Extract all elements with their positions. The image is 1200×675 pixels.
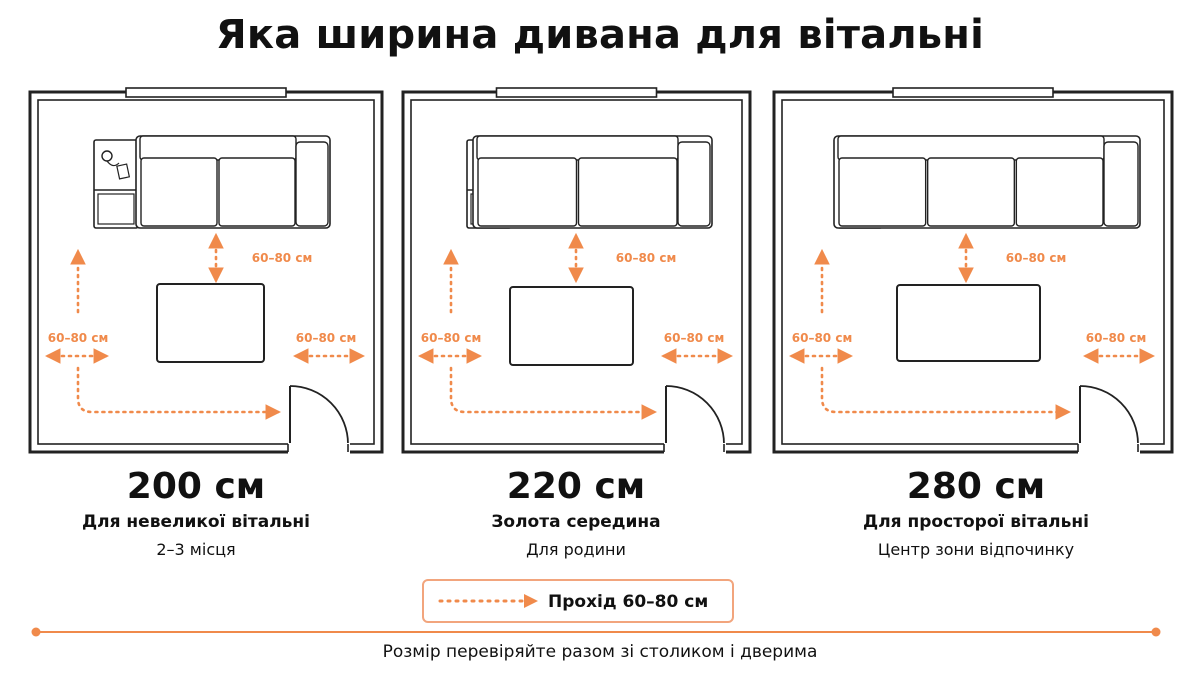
sofa-cushion: [838, 157, 927, 227]
floor-plan-3: 60–80 см 60–80 см 60–80 см: [772, 87, 1174, 455]
dimension-label: 60–80 см: [296, 331, 357, 345]
dimension-label: 60–80 см: [421, 331, 482, 345]
sofa-back: [837, 135, 1105, 161]
legend-label: Прохід 60–80 см: [548, 592, 709, 612]
coffee-table: [156, 283, 265, 363]
sofa-cushion: [577, 157, 678, 227]
footer-note: Розмір перевіряйте разом зі столиком і д…: [382, 642, 818, 662]
dimension-label: 60–80 см: [252, 251, 313, 265]
door-swing: [289, 385, 349, 445]
panel-1-size: 200 см: [126, 466, 266, 507]
dimension-label: 60–80 см: [616, 251, 677, 265]
dimension-label: 60–80 см: [792, 331, 853, 345]
panel-1-name: Для невеликої вітальні: [82, 512, 310, 532]
dotted-arrow-icon: [438, 594, 538, 608]
sofa: [833, 135, 1141, 229]
panel-1-description: 2–3 місця: [156, 540, 236, 559]
sofa-cushion: [926, 157, 1016, 227]
walkway-arrow: [449, 366, 658, 420]
window: [125, 87, 287, 98]
panel-3-size: 280 см: [906, 466, 1046, 507]
sofa: [472, 135, 713, 229]
sofa-cushion: [477, 157, 578, 227]
floor-plan-2: 60–80 см 60–80 см 60–80 см: [401, 87, 752, 455]
sofa-cushion: [1015, 157, 1104, 227]
floor-plan-1: 60–80 см 60–80 см 60–80 см: [28, 87, 384, 455]
sofa-armrest: [677, 141, 711, 227]
door-swing: [1079, 385, 1139, 445]
dimension-label: 60–80 см: [48, 331, 109, 345]
page-title: Яка ширина дивана для вітальні: [215, 12, 985, 58]
legend: Прохід 60–80 см: [422, 579, 734, 623]
walkway-arrow: [820, 366, 1072, 420]
sofa-cushion: [140, 157, 218, 227]
sofa: [135, 135, 331, 229]
divider: [31, 627, 1161, 637]
coffee-table: [896, 284, 1041, 362]
side-table: [93, 139, 139, 229]
sofa-back: [476, 135, 679, 161]
coffee-table: [509, 286, 634, 366]
window: [892, 87, 1054, 98]
dimension-label: 60–80 см: [1006, 251, 1067, 265]
panel-2-description: Для родини: [526, 540, 626, 559]
panel-2-size: 220 см: [506, 466, 646, 507]
window: [495, 87, 658, 98]
dimension-label: 60–80 см: [664, 331, 725, 345]
door-swing: [665, 385, 725, 445]
dimension-label: 60–80 см: [1086, 331, 1147, 345]
book-icon: [116, 163, 131, 180]
panel-3-name: Для просторої вітальні: [863, 512, 1089, 532]
sofa-armrest: [295, 141, 329, 227]
sofa-cushion: [218, 157, 296, 227]
sofa-back: [139, 135, 297, 161]
walkway-arrow: [76, 366, 282, 420]
sofa-armrest: [1103, 141, 1139, 227]
panel-3-description: Центр зони відпочинку: [877, 540, 1075, 559]
panel-2-name: Золота середина: [491, 512, 661, 532]
